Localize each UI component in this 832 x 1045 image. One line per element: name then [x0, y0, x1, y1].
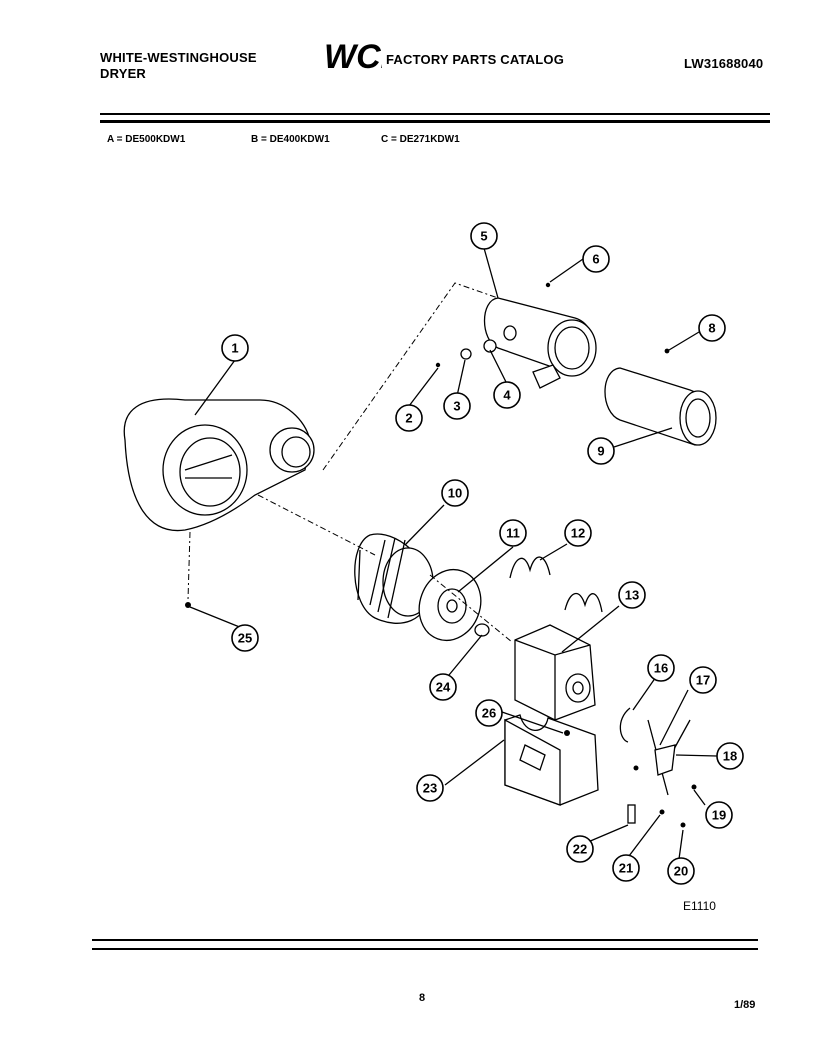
- svg-text:2: 2: [405, 411, 412, 426]
- callout-18: 18: [716, 742, 744, 770]
- callout-21: 21: [612, 854, 640, 882]
- callout-12: 12: [564, 519, 592, 547]
- callout-6: 6: [582, 245, 610, 273]
- wci-logo-mark: WCI: [324, 38, 392, 76]
- callout-1: 1: [221, 334, 249, 362]
- brand-line-2: DRYER: [100, 66, 147, 81]
- svg-text:1: 1: [231, 341, 238, 356]
- catalog-number: LW31688040: [684, 56, 764, 71]
- callout-2: 2: [395, 404, 423, 432]
- part-switch-linkage: [619, 707, 697, 828]
- svg-text:21: 21: [619, 861, 633, 876]
- footer-rule-top: [92, 939, 758, 941]
- svg-text:11: 11: [506, 526, 520, 541]
- model-c: C = DE271KDW1: [381, 134, 460, 145]
- callout-11: 11: [499, 519, 527, 547]
- leader-lines: [189, 247, 718, 860]
- svg-text:5: 5: [480, 229, 487, 244]
- callout-17: 17: [689, 666, 717, 694]
- callout-20: 20: [667, 857, 695, 885]
- svg-text:23: 23: [423, 781, 437, 796]
- svg-text:18: 18: [723, 749, 737, 764]
- callout-10: 10: [441, 479, 469, 507]
- svg-text:17: 17: [696, 673, 710, 688]
- model-a: A = DE500KDW1: [107, 134, 186, 145]
- logo-text: WCI: [324, 38, 382, 74]
- svg-text:6: 6: [592, 252, 599, 267]
- header-rule-bottom: [100, 120, 770, 123]
- svg-text:9: 9: [597, 444, 604, 459]
- part-heater-housing: [484, 297, 597, 389]
- svg-text:3: 3: [453, 399, 460, 414]
- part-motor-bracket: [504, 714, 599, 806]
- callout-25: 25: [231, 624, 259, 652]
- figure-code: E1110: [683, 899, 716, 913]
- svg-text:20: 20: [674, 864, 688, 879]
- callout-19: 19: [705, 801, 733, 829]
- callout-3: 3: [443, 392, 471, 420]
- svg-text:24: 24: [436, 680, 451, 695]
- callout-13: 13: [618, 581, 646, 609]
- svg-text:19: 19: [712, 808, 726, 823]
- callout-16: 16: [647, 654, 675, 682]
- part-mounting-plate: [418, 568, 482, 642]
- part-blower-housing: [123, 398, 315, 532]
- part-small-hardware: [185, 282, 670, 608]
- catalog-title: FACTORY PARTS CATALOG: [386, 52, 565, 67]
- svg-text:22: 22: [573, 842, 587, 857]
- svg-text:10: 10: [448, 486, 462, 501]
- model-b: B = DE400KDW1: [251, 134, 330, 145]
- callout-4: 4: [493, 381, 521, 409]
- svg-text:25: 25: [238, 631, 252, 646]
- wci-logo: WCI: [322, 38, 392, 76]
- brand-line-1: WHITE-WESTINGHOUSE: [100, 50, 257, 65]
- part-clips: [509, 556, 603, 613]
- callout-5: 5: [470, 222, 498, 250]
- header-rule-top: [100, 113, 770, 115]
- svg-text:4: 4: [503, 388, 511, 403]
- svg-text:12: 12: [571, 526, 585, 541]
- page-number: 8: [419, 992, 426, 1004]
- callout-23: 23: [416, 774, 444, 802]
- callout-24: 24: [429, 673, 457, 701]
- svg-text:16: 16: [654, 661, 668, 676]
- footer-rule-bottom: [92, 948, 758, 950]
- callout-8: 8: [698, 314, 726, 342]
- callout-9: 9: [587, 437, 615, 465]
- alignment-lines: [187, 282, 513, 643]
- callout-22: 22: [566, 835, 594, 863]
- callout-26: 26: [475, 699, 503, 727]
- svg-text:13: 13: [625, 588, 639, 603]
- svg-text:26: 26: [482, 706, 496, 721]
- svg-text:8: 8: [708, 321, 715, 336]
- part-heater-element: [604, 367, 717, 446]
- catalog-date: 1/89: [734, 999, 756, 1011]
